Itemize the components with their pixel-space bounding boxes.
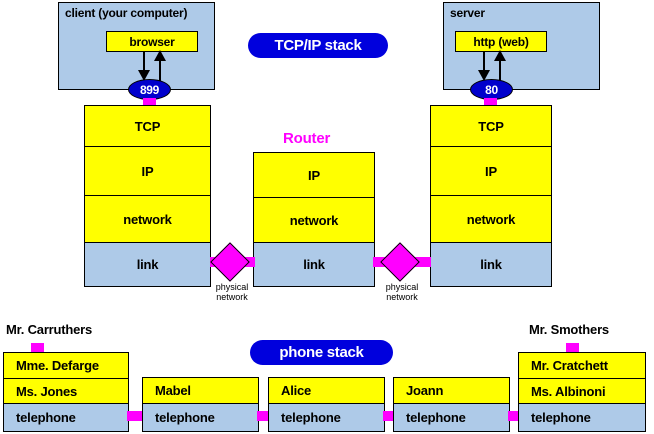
- client-layer-ip: IP: [85, 147, 210, 196]
- phone-joann-layer-operator: Joann: [394, 378, 509, 404]
- client-downstream-arrow-head: [138, 70, 150, 81]
- physical-network-label-right-line1: physical: [385, 282, 419, 292]
- phone-stack-mabel: Mabel telephone: [142, 377, 259, 432]
- phone-stack-joann: Joann telephone: [393, 377, 510, 432]
- server-downstream-arrow-head: [478, 70, 490, 81]
- client-host-label: client (your computer): [65, 6, 188, 20]
- client-upstream-arrow-head: [154, 50, 166, 61]
- phone-left-layer-operator-1: Mme. Defarge: [4, 353, 128, 379]
- phone-mabel-layer-telephone: telephone: [143, 404, 258, 431]
- server-port-oval: 80: [470, 79, 513, 100]
- router-label: Router: [283, 130, 331, 147]
- tcpip-stack-pill: TCP/IP stack: [248, 33, 388, 58]
- physical-network-label-right: physical network: [372, 282, 432, 302]
- phone-left-layer-telephone: telephone: [4, 404, 128, 431]
- physical-network-label-left-line2: network: [216, 292, 248, 302]
- phone-stack-alice: Alice telephone: [268, 377, 385, 432]
- phone-mabel-layer-operator: Mabel: [143, 378, 258, 404]
- server-layer-ip: IP: [431, 147, 551, 196]
- server-application-box: http (web): [455, 31, 547, 52]
- server-protocol-stack: TCP IP network link: [430, 105, 552, 287]
- phone-right-layer-telephone: telephone: [519, 404, 645, 431]
- phone-stack-left: Mme. Defarge Ms. Jones telephone: [3, 352, 129, 432]
- phone-alice-layer-telephone: telephone: [269, 404, 384, 431]
- client-downstream-arrow-line: [143, 52, 145, 72]
- router-layer-ip: IP: [254, 153, 374, 198]
- server-downstream-arrow-line: [483, 52, 485, 72]
- server-layer-link: link: [431, 243, 551, 286]
- router-layer-link: link: [254, 243, 374, 286]
- server-upstream-arrow-line: [499, 60, 501, 92]
- physical-network-label-left: physical network: [202, 282, 262, 302]
- phone-right-layer-operator-1: Mr. Cratchett: [519, 353, 645, 379]
- router-layer-network: network: [254, 198, 374, 243]
- phone-left-person-connector: [31, 343, 44, 352]
- server-layer-network: network: [431, 196, 551, 243]
- phone-right-person-connector: [566, 343, 579, 352]
- physical-network-label-right-line2: network: [386, 292, 418, 302]
- client-protocol-stack: TCP IP network link: [84, 105, 211, 287]
- client-layer-network: network: [85, 196, 210, 243]
- server-upstream-arrow-head: [494, 50, 506, 61]
- client-port-oval: 899: [128, 79, 171, 100]
- client-layer-link: link: [85, 243, 210, 286]
- phone-link-joann-to-right: [508, 411, 524, 421]
- phone-left-layer-operator-2: Ms. Jones: [4, 379, 128, 404]
- phone-right-person-label: Mr. Smothers: [529, 322, 609, 337]
- client-application-box: browser: [106, 31, 198, 52]
- physical-network-label-left-line1: physical: [215, 282, 249, 292]
- phone-link-mabel-to-alice: [257, 411, 273, 421]
- server-host-label: server: [450, 6, 485, 20]
- router-protocol-stack: IP network link: [253, 152, 375, 287]
- phone-stack-pill: phone stack: [250, 340, 393, 365]
- phone-stack-right: Mr. Cratchett Ms. Albinoni telephone: [518, 352, 646, 432]
- phone-alice-layer-operator: Alice: [269, 378, 384, 404]
- server-port-to-stack-connector: [484, 98, 497, 106]
- phone-joann-layer-telephone: telephone: [394, 404, 509, 431]
- physical-link-left-diamond: [210, 242, 250, 282]
- client-port-to-stack-connector: [143, 98, 156, 106]
- server-layer-tcp: TCP: [431, 106, 551, 147]
- client-layer-tcp: TCP: [85, 106, 210, 147]
- phone-left-person-label: Mr. Carruthers: [6, 322, 93, 337]
- client-upstream-arrow-line: [159, 60, 161, 92]
- phone-link-left-to-mabel: [127, 411, 145, 421]
- phone-link-alice-to-joann: [383, 411, 399, 421]
- phone-right-layer-operator-2: Ms. Albinoni: [519, 379, 645, 404]
- physical-link-right-diamond: [380, 242, 420, 282]
